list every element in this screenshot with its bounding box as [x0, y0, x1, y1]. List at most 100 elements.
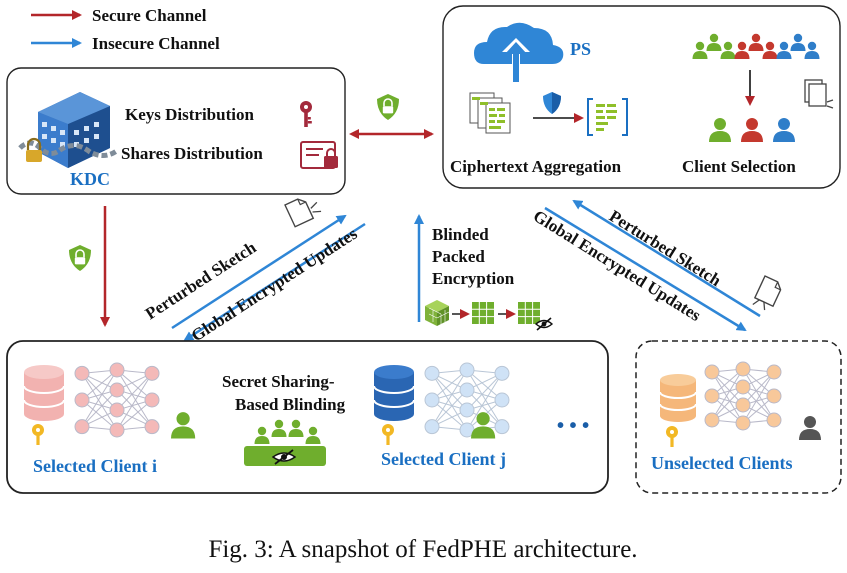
eye-slash-icon: [534, 317, 554, 331]
network-node: [735, 379, 751, 395]
key-icon: [666, 426, 678, 447]
perturbed-sketch-up-arrow: [171, 214, 347, 330]
building-icon: [18, 92, 120, 168]
shares-distribution-label: Shares Distribution: [121, 144, 263, 163]
shield-icon: [69, 245, 91, 271]
network-edge: [711, 371, 744, 424]
network-edge: [116, 399, 153, 431]
eye-slash-icon: [271, 449, 297, 465]
network-node: [144, 419, 160, 435]
key-icon: [32, 424, 44, 445]
grid-icon: [518, 302, 540, 324]
network-node: [766, 412, 782, 428]
kdc-box: Keys Distribution Shares Distribution KD…: [6, 67, 346, 195]
network-node: [424, 365, 440, 381]
network-edge: [711, 386, 744, 421]
perturbed-sketch-right-arrow: [572, 199, 761, 318]
more-clients-ellipsis: • • •: [557, 415, 589, 437]
grid-icon: [472, 302, 494, 324]
network-edge: [711, 368, 744, 421]
network-node: [74, 419, 90, 435]
figure-caption: Fig. 3: A snapshot of FedPHE architectur…: [208, 536, 637, 563]
database-icon: [373, 365, 415, 421]
certificate-icon: [300, 141, 338, 169]
network-node: [144, 365, 160, 381]
document-icon: [469, 92, 511, 134]
document-icon: [284, 198, 322, 228]
network-node: [735, 361, 751, 377]
global-updates-down-arrow: [183, 222, 366, 342]
network-node: [109, 422, 125, 438]
shield-icon: [543, 92, 561, 114]
network-node: [144, 392, 160, 408]
network-node: [424, 419, 440, 435]
network-edge: [431, 373, 468, 431]
network-node: [766, 388, 782, 404]
network-node: [109, 362, 125, 378]
blinding-label-line1: Secret Sharing-: [222, 372, 335, 391]
network-edge: [116, 369, 153, 427]
document-icon: [752, 275, 782, 311]
network-node: [109, 382, 125, 398]
encryption-label: Encryption: [432, 269, 515, 288]
document-icon: [804, 79, 834, 109]
blinding-label-line2: Based Blinding: [235, 395, 346, 414]
network-edge: [711, 371, 744, 406]
network-edge: [116, 369, 153, 401]
ps-box: PS: [442, 5, 841, 189]
network-edge: [742, 368, 775, 421]
network-edge: [81, 369, 118, 427]
network-edge: [431, 399, 468, 431]
network-node: [704, 412, 720, 428]
network-edge: [81, 389, 118, 428]
network-edge: [431, 369, 468, 427]
network-edge: [81, 373, 118, 431]
kdc-label: KDC: [70, 169, 110, 189]
network-edge: [116, 372, 153, 411]
network-node: [424, 392, 440, 408]
network-node: [494, 392, 510, 408]
ciphertext-aggregation-label: Ciphertext Aggregation: [450, 157, 622, 176]
network-edge: [466, 369, 503, 427]
ps-label: PS: [570, 39, 591, 59]
network-node: [494, 365, 510, 381]
aggregated-ciphertext-icon: [587, 98, 628, 136]
unselected-clients-box: Unselected Clients: [635, 340, 842, 494]
network-node: [74, 392, 90, 408]
neural-network-icon: [704, 361, 782, 431]
secure-channel-label: Secure Channel: [92, 6, 207, 25]
network-node: [459, 382, 475, 398]
network-edge: [466, 369, 503, 401]
client-selection-label: Client Selection: [682, 157, 796, 176]
neural-network-icon: [74, 362, 160, 438]
neural-network-icon: [424, 362, 510, 438]
selected-client-i-label: Selected Client i: [33, 456, 157, 476]
network-edge: [742, 386, 775, 421]
network-edge: [116, 389, 153, 428]
network-edge: [431, 389, 468, 428]
cloud-upload-icon: [474, 22, 564, 82]
database-icon: [659, 374, 697, 422]
network-edge: [466, 389, 503, 428]
network-edge: [466, 372, 503, 411]
selected-client-j-label: Selected Client j: [381, 449, 506, 469]
network-node: [704, 388, 720, 404]
network-node: [109, 402, 125, 418]
insecure-channel-label: Insecure Channel: [92, 34, 220, 53]
shield-icon: [377, 94, 399, 120]
global-updates-right-arrow: [544, 206, 747, 332]
unselected-clients-label: Unselected Clients: [651, 453, 792, 473]
network-edge: [431, 372, 468, 411]
key-icon: [382, 424, 394, 445]
network-edge: [466, 373, 503, 431]
key-icon: [300, 101, 312, 127]
database-icon: [23, 365, 65, 421]
network-node: [735, 415, 751, 431]
network-edge: [81, 372, 118, 411]
legend: Secure Channel Insecure Channel: [31, 6, 220, 53]
global-updates-left-label: Global Encrypted Updates: [188, 224, 361, 346]
network-node: [735, 397, 751, 413]
packed-label: Packed: [432, 247, 485, 266]
network-node: [459, 362, 475, 378]
